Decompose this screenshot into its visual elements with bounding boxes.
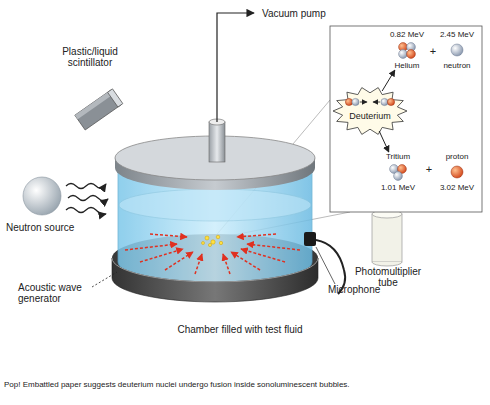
bubble [216, 235, 220, 239]
neutron-ball [399, 50, 408, 59]
part-label: Plastic/liquid scintillator [52, 46, 128, 68]
reaction-arrow [379, 131, 389, 152]
vacuum-pipe [209, 122, 225, 162]
wave-arrow [150, 234, 187, 237]
neutron-source-sphere [23, 177, 61, 215]
acoustic-waves [125, 234, 300, 274]
reaction-arrow [382, 70, 395, 91]
wave-arrow [247, 244, 300, 250]
scintillator-device [75, 89, 123, 130]
neutron-ball [394, 172, 403, 181]
proton-ball [407, 50, 416, 59]
part-label: Acoustic wave generator [18, 282, 92, 304]
vacuum-arrow [217, 13, 254, 122]
part-label: Neutron source [6, 222, 96, 233]
bubble [219, 241, 222, 244]
wave-arrow [231, 252, 260, 270]
acoustic-ring [112, 258, 318, 302]
acoustic-leader [92, 272, 117, 287]
particle-symbol [444, 161, 470, 183]
fluid-surface [119, 189, 311, 221]
figure-caption: Pop! Embattled paper suggests deuterium … [4, 380, 486, 389]
particle-name: neutron [443, 61, 470, 70]
scintillator-face [108, 89, 123, 107]
wave-arrow [237, 234, 276, 237]
radiation-arrow [66, 184, 106, 189]
particle-name: Helium [395, 61, 420, 70]
energy-value: 3.02 MeV [440, 183, 474, 192]
energy-value: 1.01 MeV [381, 183, 415, 192]
particle-symbol [394, 39, 420, 61]
radiation-arrows [66, 184, 108, 215]
radiation-arrow [66, 208, 106, 215]
part-label: Microphone [328, 284, 408, 295]
particle-symbol [444, 39, 470, 61]
wave-arrow [125, 244, 177, 250]
wave-arrow [195, 254, 202, 274]
particle-name: proton [446, 152, 469, 161]
proton-ball [345, 98, 352, 105]
part-label: Chamber filled with test fluid [140, 324, 340, 335]
bubble [211, 240, 215, 244]
wave-arrow [241, 249, 285, 262]
bubble [202, 242, 205, 245]
particle-node: 0.82 MeV Helium [384, 30, 430, 70]
particle-node: 2.45 MeV neutron [436, 30, 478, 70]
particle-node: proton 3.02 MeV [436, 152, 478, 192]
plus-sign: + [428, 46, 438, 57]
fusion-starburst: Deuterium [332, 86, 408, 136]
particle-name: Tritium [386, 152, 410, 161]
wave-arrow [223, 254, 230, 274]
bubbles [202, 235, 223, 246]
part-label: Vacuum pump [262, 8, 362, 19]
scintillator-top [75, 90, 114, 119]
inset-box [330, 26, 482, 212]
bubble [205, 236, 209, 240]
proton-ball [451, 166, 463, 178]
microphone-leader [316, 247, 335, 284]
microphone-body [304, 232, 316, 246]
photomultiplier-body [372, 214, 402, 262]
neutron-ball [381, 98, 388, 105]
energy-value: 2.45 MeV [440, 30, 474, 39]
plus-sign: + [424, 164, 434, 175]
energy-value: 0.82 MeV [390, 30, 424, 39]
radiation-arrow [68, 196, 108, 201]
proton-ball [387, 98, 394, 105]
bubble [208, 243, 211, 246]
photomultiplier-bottom [372, 262, 402, 266]
collision-arrow [360, 102, 367, 103]
collision-arrow [373, 102, 380, 103]
starburst-shape [333, 88, 407, 135]
particle-node: Tritium 1.01 MeV [374, 152, 422, 192]
wave-arrow [140, 249, 183, 262]
particle-symbol [385, 161, 411, 183]
wave-arrow [165, 252, 193, 270]
particle-name: Deuterium [349, 112, 391, 121]
neutron-ball [352, 98, 359, 105]
neutron-ball [451, 44, 463, 56]
